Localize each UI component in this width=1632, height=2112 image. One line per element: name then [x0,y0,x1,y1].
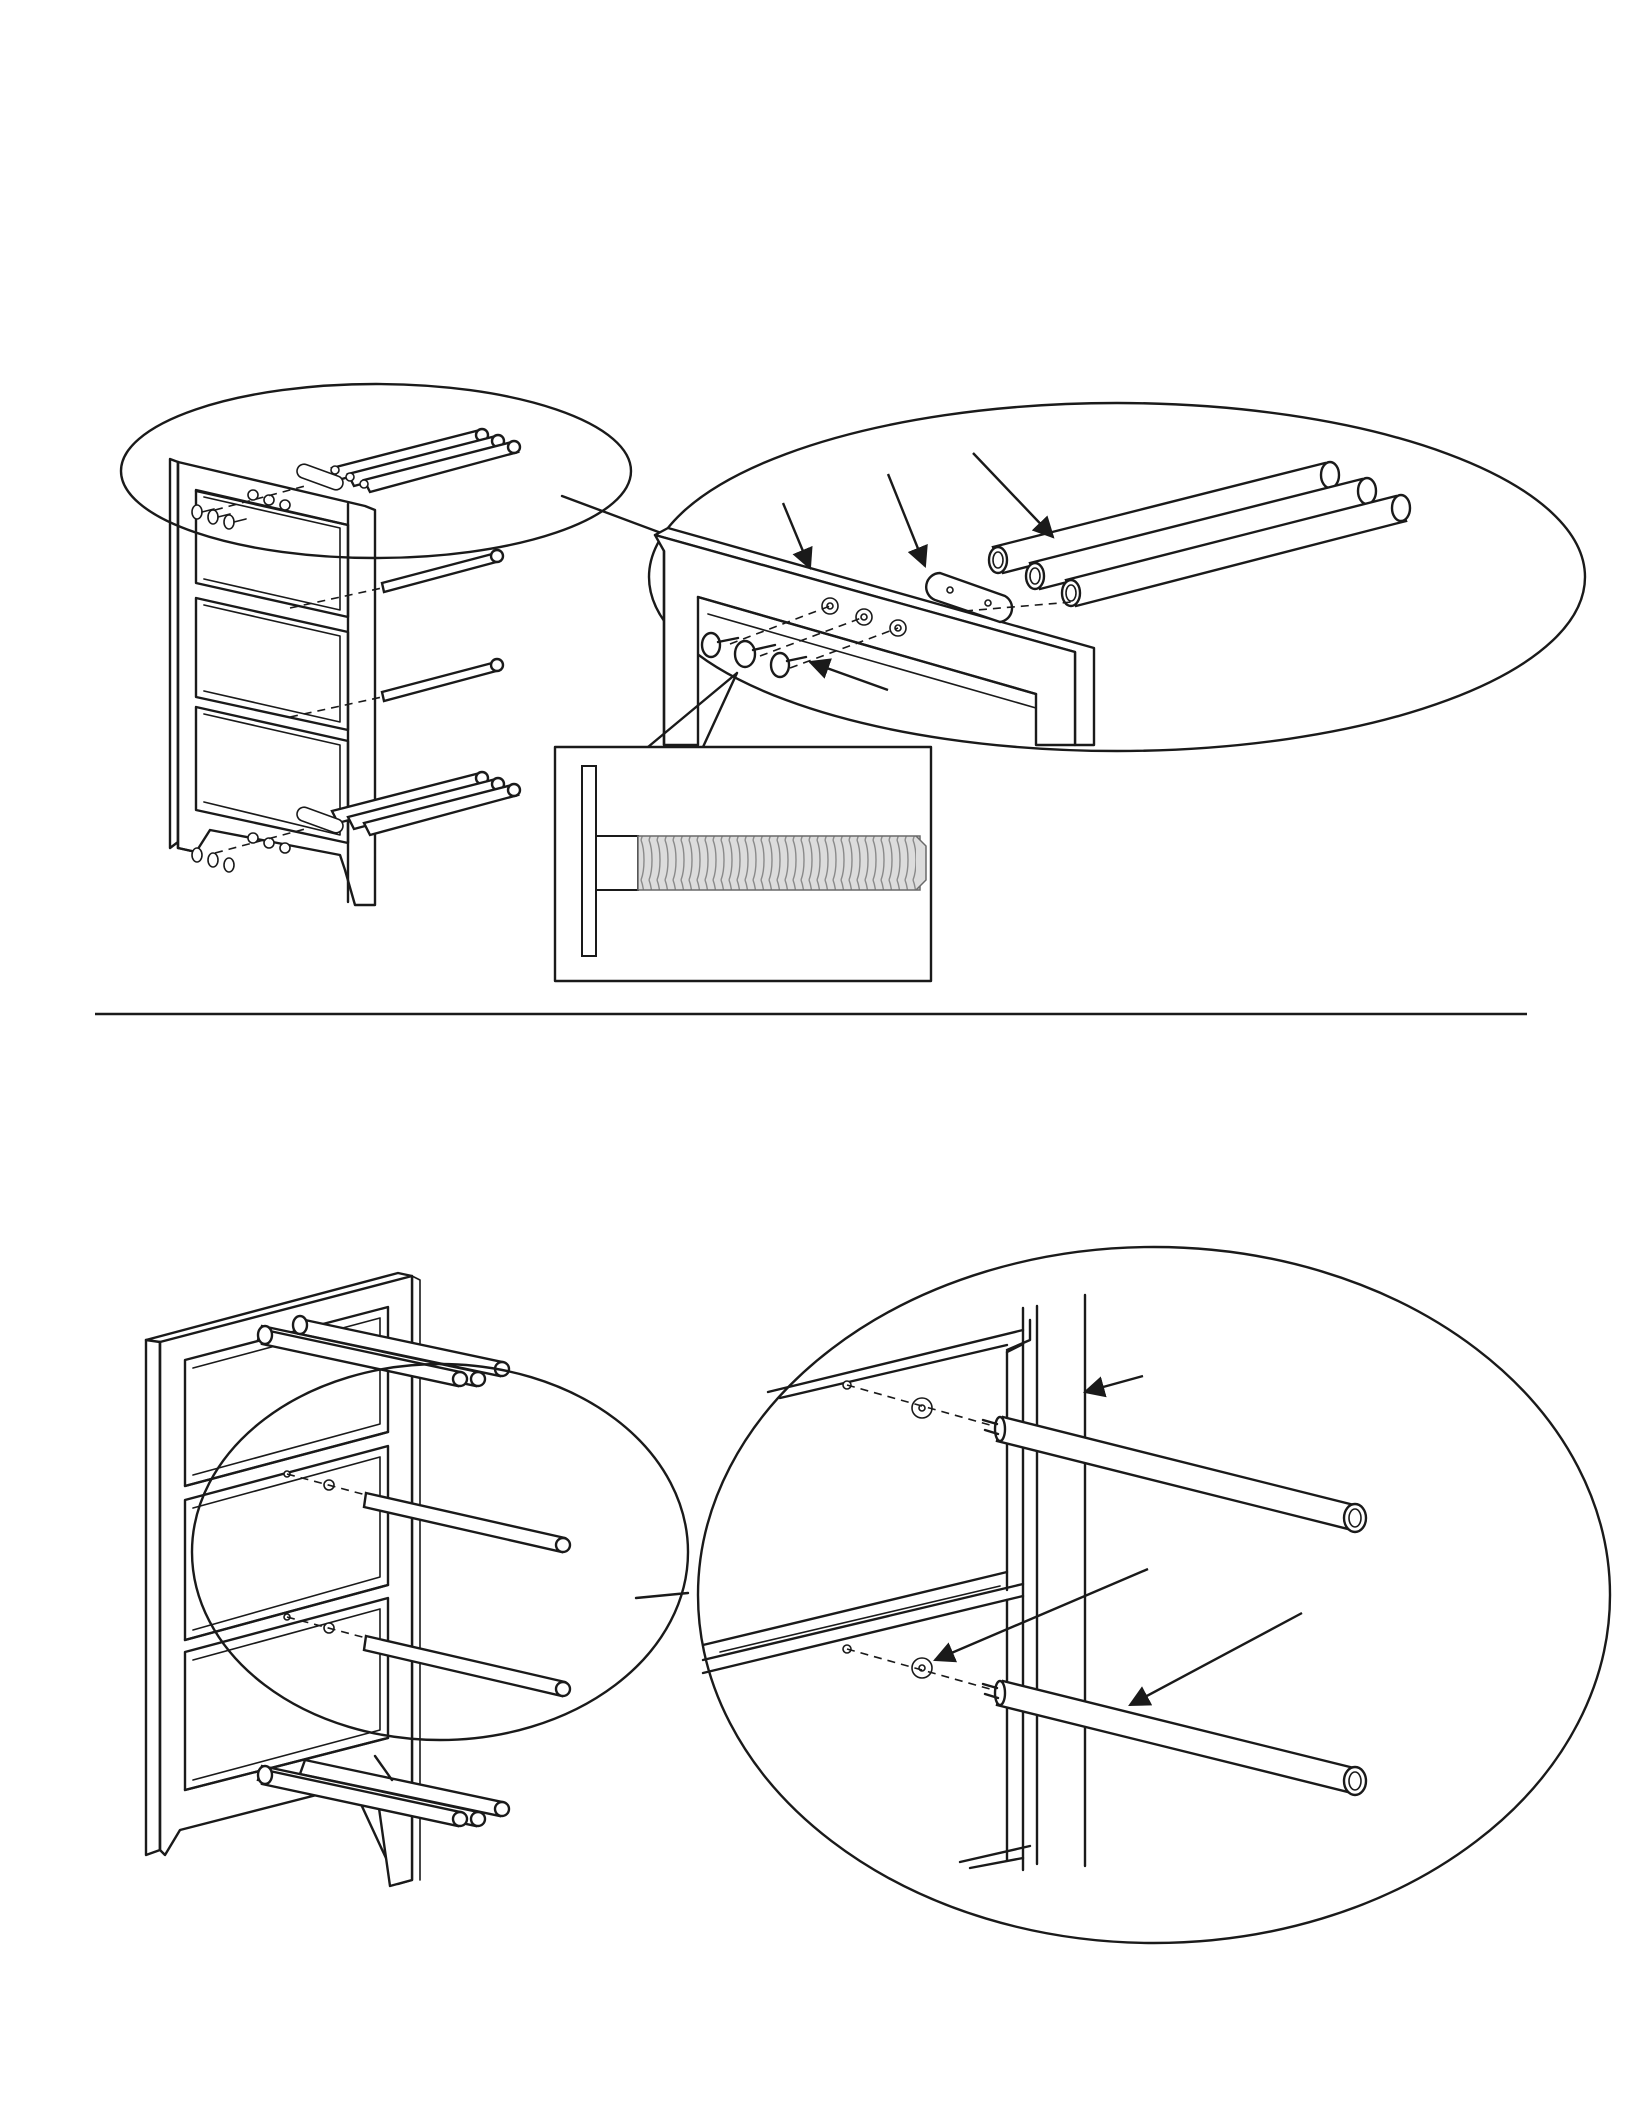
zoom-detail-top [649,403,1585,751]
arrow-icon [973,453,1053,537]
arrow-icon [783,503,810,568]
step-2-figure [146,1247,1610,1943]
bolt-detail-inset [555,747,931,981]
arrow-icon [888,474,925,566]
zoom-detail-bottom [698,1247,1610,1943]
arrow-icon [1130,1613,1302,1705]
rods-small-top [295,429,520,492]
step-1-figure [121,384,1585,981]
arrow-icon [1085,1376,1143,1392]
arrow-icon [810,662,888,690]
bolt-icon [596,836,638,890]
